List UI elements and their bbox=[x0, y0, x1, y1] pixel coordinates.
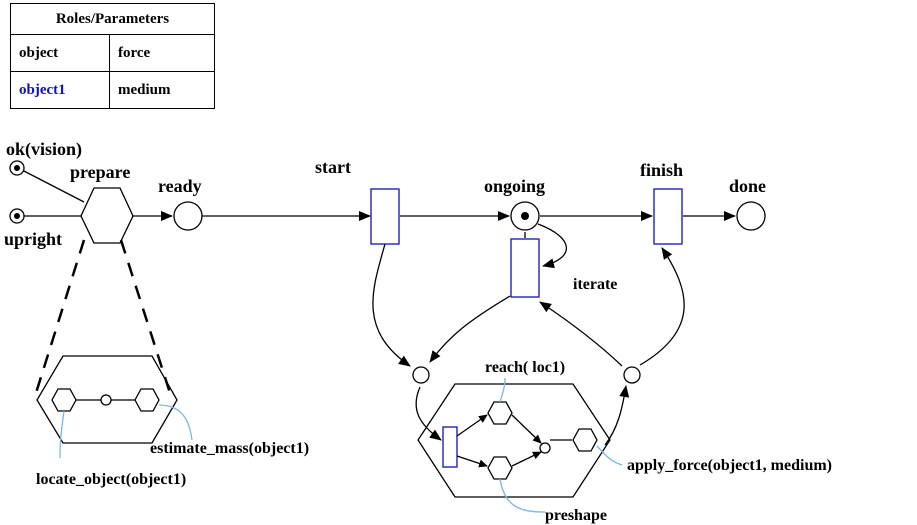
arc-iterate-lower-place bbox=[429, 295, 511, 363]
label-apply-force: apply_force(object1, medium) bbox=[627, 457, 832, 474]
arc-lower-place-subtrans bbox=[415, 386, 442, 441]
label-reach: reach( loc1) bbox=[485, 359, 565, 376]
role-cell: object bbox=[10, 34, 110, 72]
leader-locate-object bbox=[59, 410, 65, 459]
transition-finish bbox=[653, 188, 683, 245]
label-done: done bbox=[729, 176, 766, 196]
token-dot bbox=[14, 213, 20, 219]
arc-lower-right-finish bbox=[639, 247, 685, 366]
param-cell: medium bbox=[109, 71, 215, 109]
transition-prepare bbox=[80, 187, 134, 244]
label-locate-object: locate_object(object1) bbox=[36, 471, 186, 488]
token-dot bbox=[14, 165, 20, 171]
arc-ok-prepare bbox=[21, 169, 85, 203]
arc-start-lower-place bbox=[372, 243, 411, 367]
transition-iterate bbox=[510, 238, 540, 298]
sub-transition-preshape bbox=[487, 456, 513, 480]
sub-arc bbox=[456, 455, 488, 468]
subnet-prepare bbox=[36, 355, 178, 444]
leader-reach bbox=[499, 377, 506, 403]
token-dot bbox=[521, 212, 529, 220]
place-lower-left bbox=[412, 366, 430, 384]
roles-parameters-table: Roles/Parameters object force object1 me… bbox=[10, 3, 215, 109]
arc-lower-right-iterate bbox=[539, 301, 623, 367]
sub-place-join bbox=[539, 442, 551, 454]
place-lower-right bbox=[623, 366, 641, 384]
sub-transition-entry bbox=[442, 426, 458, 468]
label-finish: finish bbox=[640, 160, 683, 180]
arc-subnet-lower-right bbox=[604, 385, 630, 446]
sub-transition-locate bbox=[51, 388, 77, 412]
subnet-reach-apply bbox=[417, 383, 611, 498]
label-preshape: preshape bbox=[545, 507, 607, 524]
leader-apply-force bbox=[596, 445, 623, 466]
sub-transition-estimate bbox=[134, 388, 160, 412]
sub-arc bbox=[456, 414, 488, 437]
table-row: object force bbox=[10, 34, 215, 72]
leader-preshape bbox=[499, 478, 546, 513]
arc-ongoing-iterate bbox=[537, 223, 568, 269]
place-done bbox=[736, 201, 766, 231]
label-upright: upright bbox=[4, 229, 62, 249]
sub-transition-apply-force bbox=[572, 428, 598, 452]
label-ongoing: ongoing bbox=[484, 176, 545, 196]
sub-arc bbox=[511, 451, 542, 467]
label-start: start bbox=[315, 157, 351, 177]
sub-place bbox=[100, 394, 112, 406]
dashed-refinement-left bbox=[34, 239, 86, 394]
label-ok-vision: ok(vision) bbox=[6, 139, 82, 160]
dashed-refinement-right bbox=[119, 239, 172, 394]
transition-start bbox=[370, 188, 400, 245]
label-iterate: iterate bbox=[573, 276, 617, 293]
label-estimate-mass: estimate_mass(object1) bbox=[150, 440, 309, 457]
label-prepare: prepare bbox=[70, 162, 130, 182]
sub-arc bbox=[511, 414, 542, 444]
place-ready bbox=[173, 201, 203, 231]
table-header: Roles/Parameters bbox=[10, 3, 215, 35]
table-row: object1 medium bbox=[10, 71, 215, 109]
role-cell-highlighted: object1 bbox=[10, 71, 110, 109]
leader-estimate-mass bbox=[158, 404, 193, 441]
sub-transition-reach bbox=[487, 401, 513, 425]
label-ready: ready bbox=[158, 176, 202, 196]
